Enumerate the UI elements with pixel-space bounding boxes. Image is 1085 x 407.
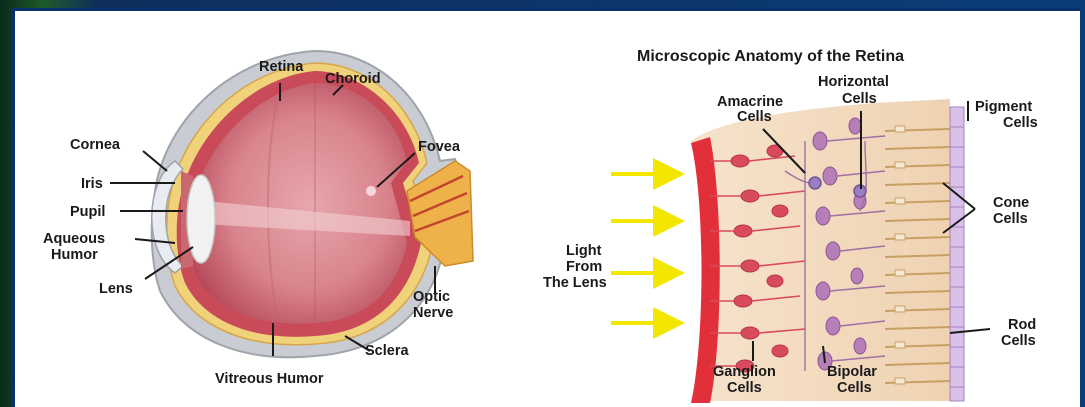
diagram-canvas: Retina Choroid Cornea Fovea Iris Pupil A… [15, 11, 1083, 407]
lens-shape [187, 175, 215, 263]
label-amacrine-2: Cells [737, 109, 772, 125]
label-lens: Lens [99, 281, 133, 297]
light-arrows [611, 174, 677, 323]
label-retina: Retina [259, 59, 304, 75]
label-aqueous-1: Aqueous [43, 231, 105, 247]
label-sclera: Sclera [365, 343, 409, 359]
label-pigment-1: Pigment [975, 99, 1032, 115]
label-fovea: Fovea [418, 139, 461, 155]
retina-title: Microscopic Anatomy of the Retina [637, 48, 904, 65]
label-pupil: Pupil [70, 204, 105, 220]
label-pigment-2: Cells [1003, 115, 1038, 131]
label-light-3: The Lens [543, 275, 607, 291]
label-amacrine-1: Amacrine [717, 94, 783, 110]
label-rod-1: Rod [1008, 317, 1036, 333]
label-cone-2: Cells [993, 211, 1028, 227]
label-cone-1: Cone [993, 195, 1029, 211]
label-aqueous-2: Humor [51, 247, 98, 263]
diagram-panel: Retina Choroid Cornea Fovea Iris Pupil A… [12, 8, 1080, 407]
pigment-cells [950, 107, 964, 401]
label-optic-1: Optic [413, 289, 450, 305]
label-vitreous-humor: Vitreous Humor [215, 371, 324, 387]
label-iris: Iris [81, 176, 103, 192]
label-bipolar-2: Cells [837, 380, 872, 396]
label-horizontal-2: Cells [842, 91, 877, 107]
label-ganglion-1: Ganglion [713, 364, 776, 380]
label-light-2: From [566, 259, 602, 275]
label-choroid: Choroid [325, 71, 381, 87]
label-horizontal-1: Horizontal [818, 74, 889, 90]
label-light-1: Light [566, 243, 602, 259]
label-ganglion-2: Cells [727, 380, 762, 396]
label-optic-2: Nerve [413, 305, 453, 321]
retina-microscopic-view [611, 99, 990, 403]
label-bipolar-1: Bipolar [827, 364, 877, 380]
label-rod-2: Cells [1001, 333, 1036, 349]
label-cornea: Cornea [70, 137, 121, 153]
fovea-mark [366, 186, 376, 196]
amacrine-cell [809, 177, 821, 189]
